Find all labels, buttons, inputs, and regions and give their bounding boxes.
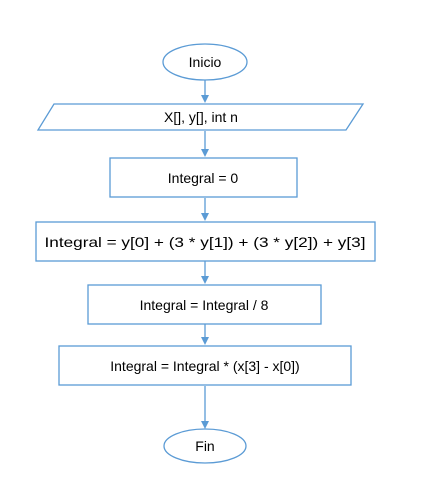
multiply-process-node: Integral = Integral * (x[3] - x[0]): [58, 345, 352, 386]
arrow-multiply-to-end: [201, 386, 209, 429]
sum-process-node: Integral = y[0] + (3 * y[1]) + (3 * y[2]…: [35, 221, 376, 262]
arrow-divide-to-multiply: [201, 324, 209, 345]
input-data-shape: [36, 103, 365, 131]
end-terminator: Fin: [163, 428, 247, 464]
multiply-process-shape: [58, 345, 352, 386]
start-label: Inicio: [189, 54, 222, 70]
divide-process-node: Integral = Integral / 8: [87, 284, 322, 325]
start-terminator-shape: [162, 43, 248, 81]
multiply-label: Integral = Integral * (x[3] - x[0]): [110, 358, 299, 374]
end-label: Fin: [195, 438, 214, 454]
input-label: X[], y[], int n: [164, 109, 238, 125]
init-label: Integral = 0: [168, 170, 239, 186]
divide-label: Integral = Integral / 8: [140, 297, 269, 313]
init-process-shape: [109, 157, 298, 198]
start-terminator: Inicio: [162, 43, 248, 81]
divide-process-shape: [87, 284, 322, 325]
connectors: [201, 80, 209, 429]
input-data-node: X[], y[], int n: [36, 103, 365, 131]
arrow-sum-to-divide: [201, 261, 209, 284]
init-process-node: Integral = 0: [109, 157, 298, 198]
end-terminator-shape: [163, 428, 247, 464]
sum-process-shape: [35, 221, 376, 262]
arrow-start-to-input: [201, 80, 209, 103]
sum-label: Integral = y[0] + (3 * y[1]) + (3 * y[2]…: [45, 234, 366, 250]
arrow-init-to-sum: [201, 198, 209, 221]
arrow-input-to-init: [201, 131, 209, 157]
